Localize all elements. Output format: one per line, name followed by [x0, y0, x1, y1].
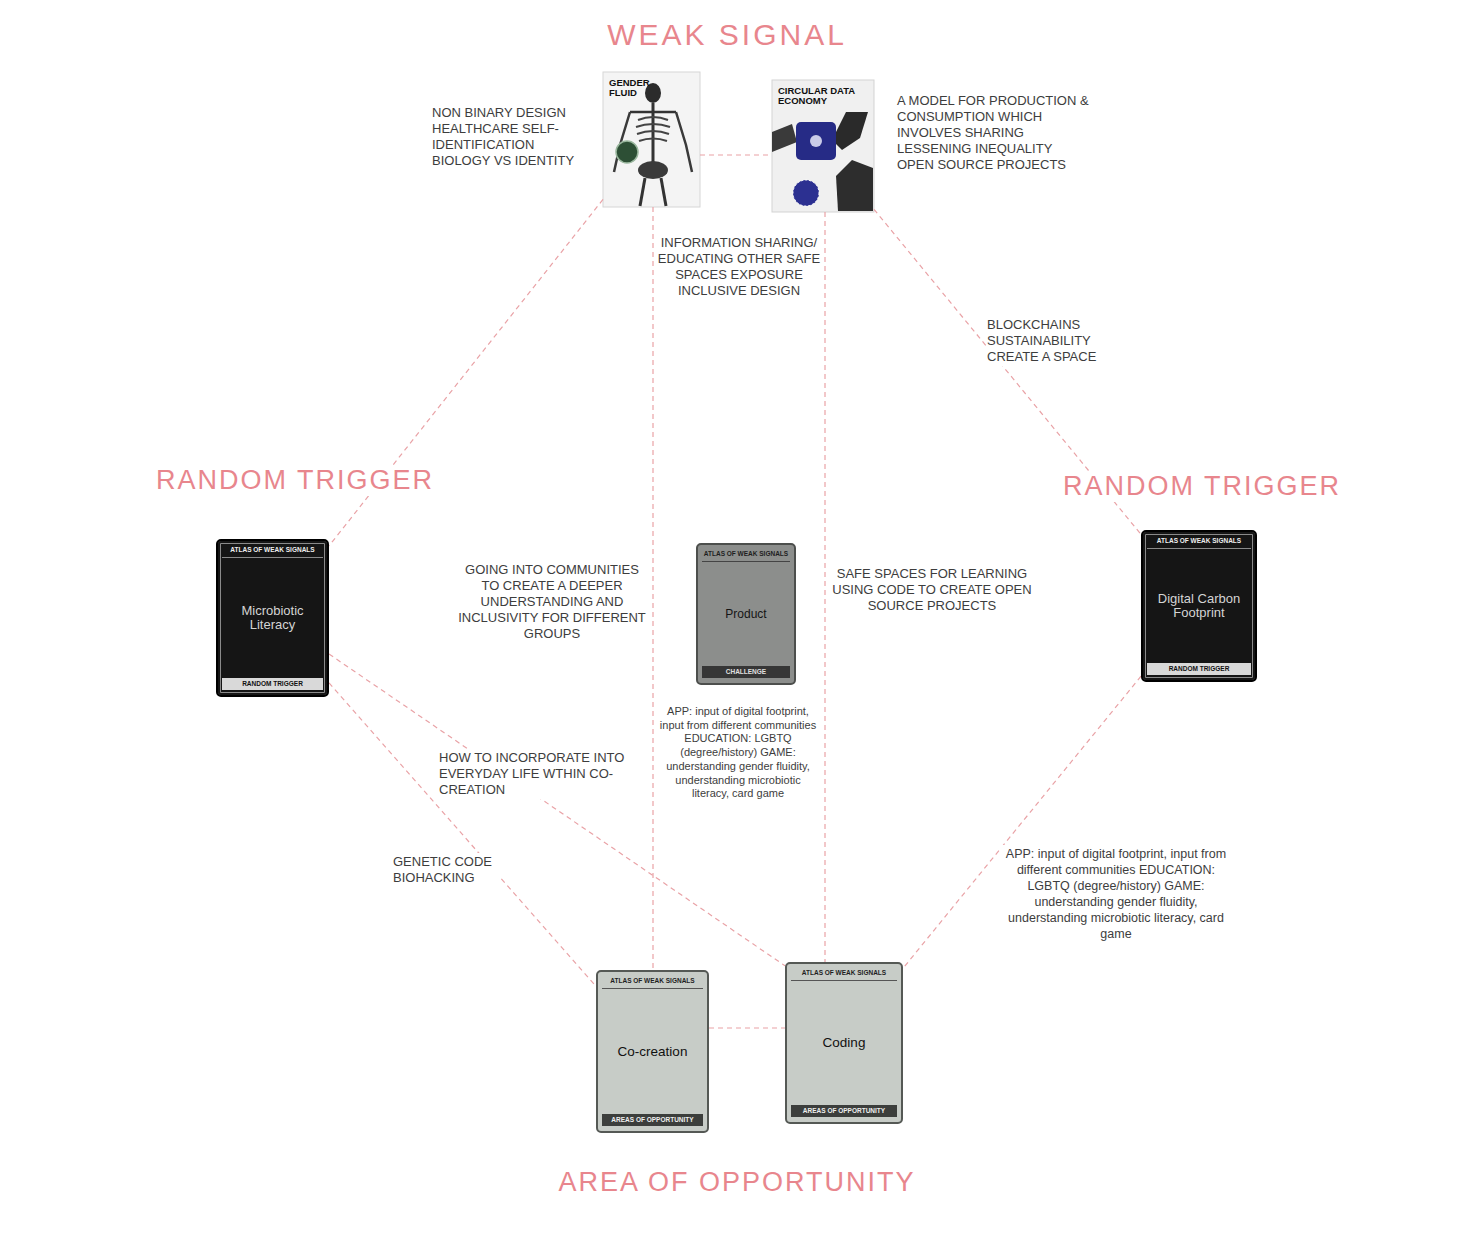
section-heading: RANDOM TRIGGER: [154, 466, 436, 496]
card-title: Microbiotic Literacy: [222, 558, 323, 678]
card-header: ATLAS OF WEAK SIGNALS: [222, 546, 323, 558]
lower-hand: [836, 160, 873, 211]
upper-hand: [832, 112, 868, 150]
badge: [616, 141, 638, 163]
card-paper: [603, 72, 700, 207]
dashed-connector: [329, 654, 785, 966]
card-header: ATLAS OF WEAK SIGNALS: [1147, 537, 1251, 549]
annotation-note: APP: input of digital footprint, input f…: [660, 704, 817, 802]
challenge-card: ATLAS OF WEAK SIGNALSProductCHALLENGE: [696, 543, 796, 685]
gender-card-photo: [603, 72, 700, 207]
random-trigger-card: ATLAS OF WEAK SIGNALSDigital Carbon Foot…: [1141, 530, 1257, 682]
card-title: Coding: [791, 981, 897, 1105]
card-title: Product: [702, 562, 790, 666]
connector-label: HOW TO INCORPORATE INTO EVERYDAY LIFE WT…: [439, 749, 625, 799]
left-hand: [772, 124, 797, 152]
connector-label: BLOCKCHAINS SUSTAINABILITY CREATE A SPAC…: [987, 316, 1107, 366]
card-footer: AREAS OF OPPORTUNITY: [791, 1105, 897, 1117]
right-leg: [661, 178, 666, 206]
dashed-connector: [709, 1027, 785, 1028]
random-trigger-card: ATLAS OF WEAK SIGNALSMicrobiotic Literac…: [216, 539, 329, 697]
card-header: ATLAS OF WEAK SIGNALS: [791, 969, 897, 981]
annotation-note: NON BINARY DESIGN HEALTHCARE SELF-IDENTI…: [432, 104, 582, 170]
card-footer: RANDOM TRIGGER: [222, 678, 323, 690]
card-footer: AREAS OF OPPORTUNITY: [602, 1114, 703, 1126]
card-footer: CHALLENGE: [702, 666, 790, 678]
connector-label: SAFE SPACES FOR LEARNING USING CODE TO C…: [829, 565, 1035, 615]
section-heading: WEAK SIGNAL: [605, 18, 849, 51]
dashed-connector: [824, 212, 825, 962]
blue-badge: [793, 180, 819, 206]
opportunity-card: ATLAS OF WEAK SIGNALSCodingAREAS OF OPPO…: [785, 962, 903, 1124]
connector-label: APP: input of digital footprint, input f…: [1000, 845, 1232, 943]
card-title: Co-creation: [602, 989, 703, 1114]
weak-signal-card: GENDER FLUID: [603, 72, 700, 207]
device-dot: [810, 135, 822, 147]
dashed-connector: [329, 683, 596, 987]
card-footer: RANDOM TRIGGER: [1147, 663, 1251, 675]
annotation-note: A MODEL FOR PRODUCTION & CONSUMPTION WHI…: [897, 92, 1089, 174]
connector-label: GENETIC CODE BIOHACKING: [393, 853, 501, 887]
section-heading: RANDOM TRIGGER: [1061, 472, 1343, 502]
card-paper: [772, 80, 874, 212]
right-arm: [676, 112, 692, 172]
card-title: CIRCULAR DATA ECONOMY: [778, 86, 856, 106]
section-heading: AREA OF OPPORTUNITY: [556, 1168, 917, 1198]
dashed-connector: [652, 207, 653, 970]
pelvis: [638, 161, 668, 179]
card-header: ATLAS OF WEAK SIGNALS: [602, 977, 703, 989]
opportunity-card: ATLAS OF WEAK SIGNALSCo-creationAREAS OF…: [596, 970, 709, 1133]
dashed-connector: [700, 154, 772, 155]
ribs: [636, 117, 670, 141]
left-leg: [640, 178, 645, 206]
connector-label: GOING INTO COMMUNITIES TO CREATE A DEEPE…: [456, 561, 648, 643]
shoulders: [630, 111, 676, 114]
annotation-note: INFORMATION SHARING/ EDUCATING OTHER SAF…: [656, 234, 822, 300]
card-header: ATLAS OF WEAK SIGNALS: [702, 550, 790, 562]
weak-signal-card: CIRCULAR DATA ECONOMY: [772, 80, 874, 212]
circular-card-photo: [772, 80, 874, 212]
card-title: GENDER FLUID: [609, 78, 654, 98]
card-title: Digital Carbon Footprint: [1147, 549, 1251, 663]
blue-device: [796, 122, 836, 160]
